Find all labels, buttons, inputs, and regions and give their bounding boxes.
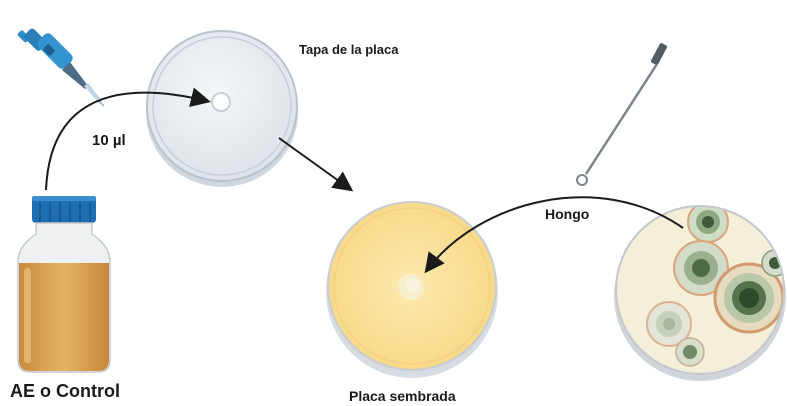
sample-bottle-icon [18,196,110,372]
volume-label: 10 µl [92,132,126,149]
fungal-culture-plate-icon [614,202,787,381]
sample-label: AE o Control [10,381,120,402]
lid-label: Tapa de la placa [299,42,398,57]
petri-lid-icon [146,31,298,187]
pipette-icon [17,27,104,106]
inoculation-loop-icon [577,42,668,185]
arrow-lid-to-plate [279,138,350,189]
seeded-plate-label: Placa sembrada [349,388,456,404]
fungus-label: Hongo [545,206,589,222]
